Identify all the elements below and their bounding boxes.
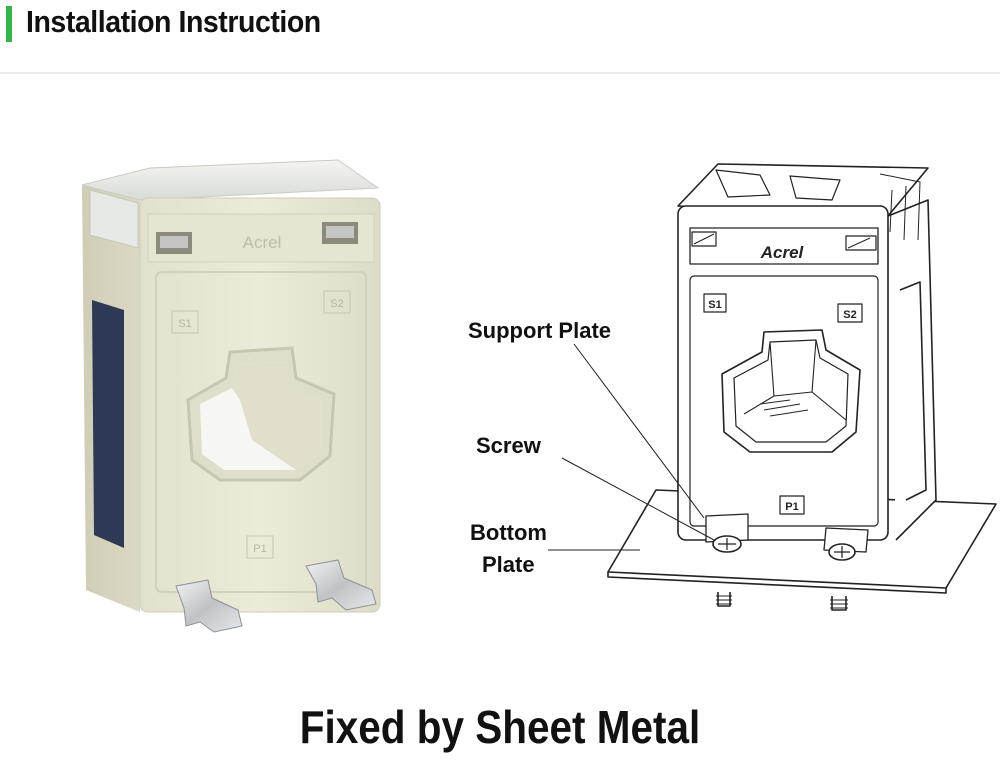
drawing-body-side <box>887 199 937 541</box>
drawing-front-face <box>677 205 889 541</box>
drawing-terminal-s1: S1 <box>708 299 721 311</box>
drawing-window-outer <box>721 329 861 453</box>
screw-thread-right-lines <box>830 599 848 609</box>
drawing-terminal-s2: S2 <box>843 309 856 321</box>
drawing-top-slots <box>691 231 877 251</box>
drawing-terminal-box-p1 <box>779 495 805 515</box>
photo-slot-left-screw <box>160 236 188 248</box>
photo-foot-right <box>305 559 377 611</box>
drawing-top-band <box>689 227 879 265</box>
drawing-brand-mark: Acrel <box>760 243 805 262</box>
drawing-top-ribs <box>879 173 921 241</box>
drawing-window-inner <box>733 339 849 443</box>
drawing-terminal-box-s2 <box>837 303 863 323</box>
header-divider <box>0 72 1000 74</box>
drawing-window-ridges <box>759 399 809 417</box>
callout-labels: Support Plate Screw Bottom Plate <box>468 318 611 577</box>
drawing-inner-frame <box>689 275 879 527</box>
drawing-terminal-box-s1 <box>703 293 727 313</box>
bottom-plate-edge <box>607 572 947 594</box>
photo-inner-frame <box>155 271 367 593</box>
drawing-side-recess <box>899 281 927 501</box>
photo-slot-right-screw <box>326 226 354 238</box>
screw-thread-left <box>717 592 731 607</box>
drawing-window-depth <box>743 339 847 421</box>
photo-terminal-box-p1 <box>246 535 274 559</box>
drawing-terminal-p1: P1 <box>785 501 798 513</box>
screw-thread-right <box>831 596 847 611</box>
label-bottom-plate-line2: Plate <box>482 552 535 577</box>
figure-caption: Fixed by Sheet Metal <box>299 701 701 753</box>
photo-terminal-s1: S1 <box>178 318 191 330</box>
drawing-screw-left-slot <box>718 538 736 550</box>
accent-bar <box>6 6 12 42</box>
photo-side-label <box>92 300 124 548</box>
label-support-plate: Support Plate <box>468 318 611 343</box>
photo-top-cover <box>81 159 380 201</box>
drawing-slot-screws <box>693 233 871 249</box>
photo-brand-mark: Acrel <box>243 233 282 252</box>
photo-terminal-s2: S2 <box>330 298 343 310</box>
drawing-top-details <box>715 169 841 201</box>
label-bottom-plate-line1: Bottom <box>470 520 547 545</box>
section-header: Installation Instruction <box>0 0 1000 74</box>
photo-terminal-box-s1 <box>171 310 199 334</box>
photo-terminal-box-s2 <box>323 290 351 314</box>
drawing-clamp-left <box>705 513 749 543</box>
support-plate-leader <box>573 343 705 519</box>
screw-leader <box>561 457 715 541</box>
drawing-screw-right-slot <box>834 546 850 558</box>
transformer-photo: Acrel S1 S2 P1 <box>81 159 381 633</box>
photo-top-cover-side <box>89 189 139 249</box>
photo-terminal-p1: P1 <box>253 543 266 555</box>
photo-window-inner-wall <box>232 362 322 470</box>
installation-drawing: Acrel S1 S2 P1 <box>548 163 997 611</box>
screw-thread-left-lines <box>716 595 732 605</box>
label-screw: Screw <box>476 433 542 458</box>
photo-foot-left <box>175 579 243 633</box>
section-title: Installation Instruction <box>26 4 321 39</box>
